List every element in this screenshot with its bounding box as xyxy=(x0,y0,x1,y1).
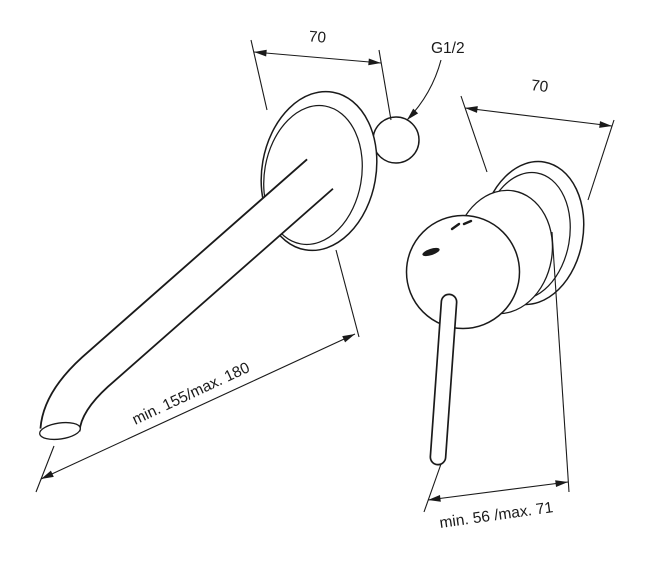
extension-line xyxy=(378,49,392,121)
dimension-line xyxy=(40,333,356,480)
dimension-line xyxy=(253,49,382,66)
extension-line xyxy=(35,445,55,493)
mixer-handle xyxy=(429,293,458,466)
mixer-face xyxy=(405,214,521,330)
extension-line xyxy=(460,95,488,173)
spout-assembly xyxy=(39,90,420,441)
callout-thread-size: G1/2 xyxy=(406,40,465,121)
extension-line xyxy=(335,249,360,338)
extension-line xyxy=(423,463,442,513)
dim-label-spout-plate: 70 xyxy=(308,28,327,46)
rim-index-mark-1 xyxy=(450,222,461,231)
dim-label-mixer-plate: 70 xyxy=(530,77,550,96)
temp-indicator-mark xyxy=(422,247,440,257)
extension-line xyxy=(587,119,615,201)
extension-line xyxy=(250,39,268,111)
leader-line xyxy=(406,59,442,121)
mixer-assembly xyxy=(405,160,585,466)
dim-mixer-plate-width: 70 xyxy=(460,77,615,201)
label-thread-size: G1/2 xyxy=(431,40,465,57)
dimension-line xyxy=(464,106,613,128)
dim-spout-plate-width: 70 xyxy=(250,28,392,121)
dimension-line xyxy=(427,480,569,502)
extension-line xyxy=(551,231,570,493)
spout-escutcheon-inner xyxy=(263,104,363,246)
dim-label-spout-length: min. 155/max. 180 xyxy=(130,359,253,428)
mixer-handle-body xyxy=(431,295,456,464)
rim-index-mark-2 xyxy=(462,219,473,226)
dim-label-handle-projection: min. 56 /max. 71 xyxy=(438,499,554,532)
g12-connector xyxy=(372,116,420,164)
